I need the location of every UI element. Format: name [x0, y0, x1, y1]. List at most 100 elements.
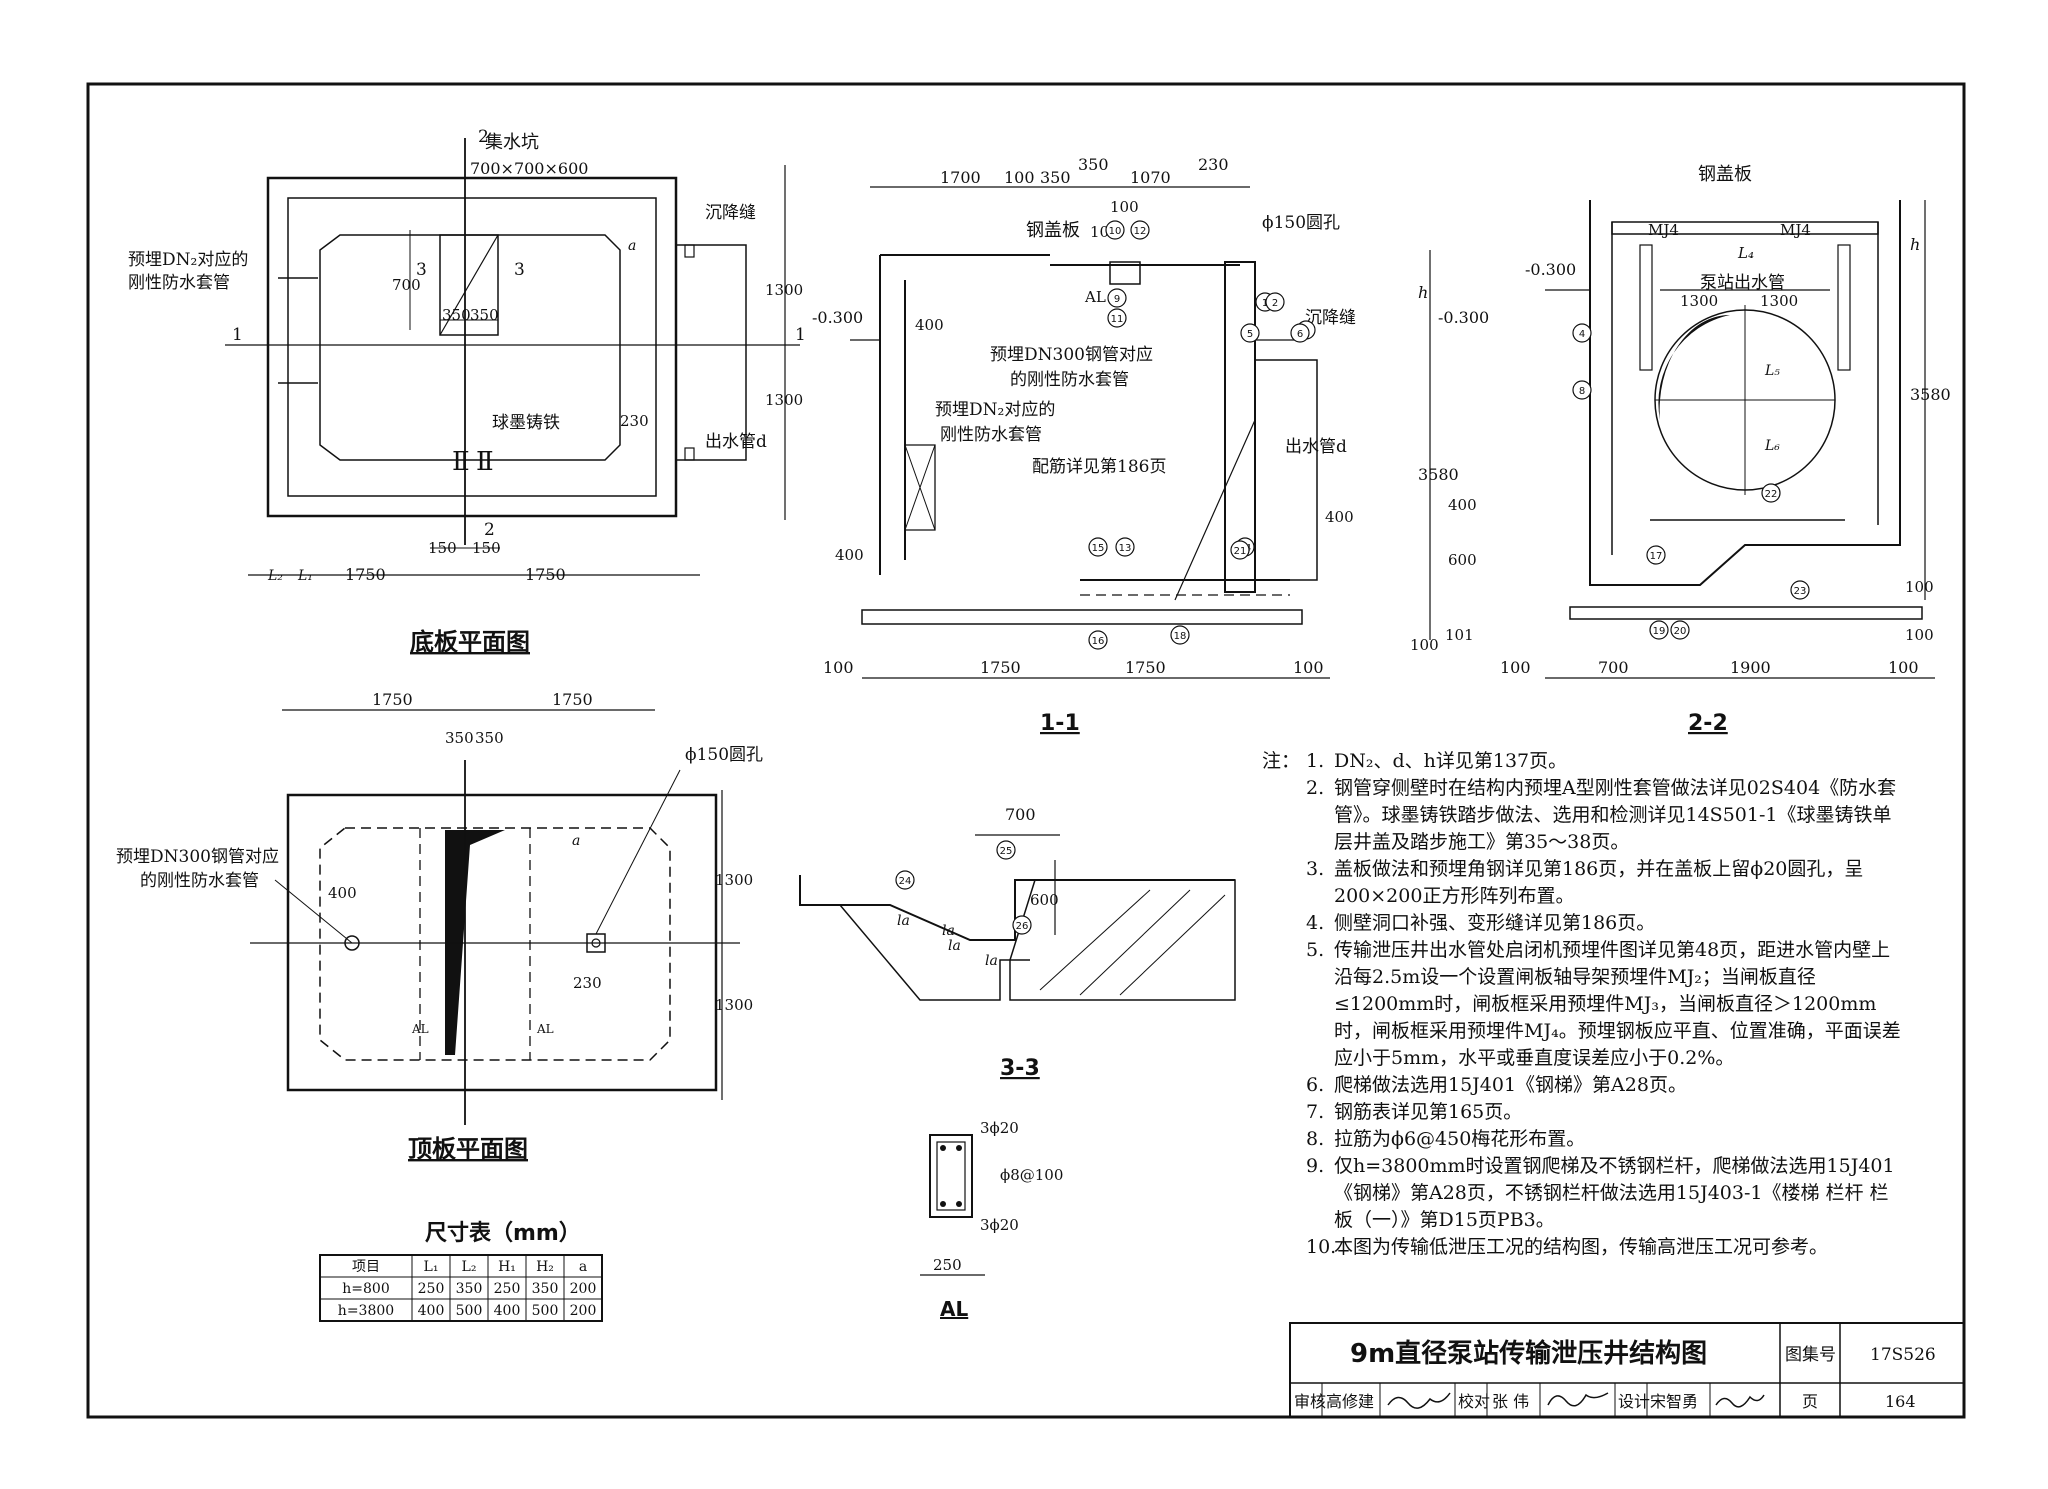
s11-dim-230: 230 [1198, 155, 1229, 174]
note-number: 10. [1306, 1236, 1337, 1258]
base-sump-label: 集水坑 [485, 132, 539, 153]
note-item: 8.拉筋为ϕ6@450梅花形布置。 [1306, 1126, 1902, 1153]
base-wall-inner [287, 197, 657, 497]
callout-number: 1 [1262, 298, 1268, 309]
s11-h: h [1418, 283, 1428, 302]
s22-title: 2-2 [1688, 711, 1728, 736]
s11-title: 1-1 [1040, 711, 1080, 736]
joint-marker [684, 244, 695, 258]
note-item: 7.钢筋表详见第165页。 [1306, 1099, 1902, 1126]
base-section-3-right: 3 [514, 260, 525, 280]
sump-diagonal [439, 234, 499, 336]
table-header-cell: L₂ [462, 1259, 477, 1275]
note-text: DN₂、d、h详见第137页。 [1334, 750, 1568, 772]
table-header-cell: a [579, 1259, 587, 1275]
s11-dim-1700: 1700 [940, 168, 981, 187]
s22-mj4-right [1837, 244, 1851, 371]
s11-al: AL [1084, 288, 1106, 306]
s11-dim-100a: 100 [1004, 168, 1035, 187]
s22-dim-700: 700 [1598, 658, 1629, 677]
base-dim-230: 230 [620, 412, 649, 430]
al-top-bars: 3ϕ20 [980, 1119, 1019, 1137]
s22-dim-100a: 100 [1905, 578, 1934, 596]
base-dim-1750a: 1750 [345, 565, 386, 584]
note-text: 侧壁洞口补强、变形缝详见第186页。 [1334, 912, 1656, 934]
s22-dim-100b: 100 [1500, 658, 1531, 677]
s11-leader [1174, 419, 1256, 601]
s11-sleeve300-2: 的刚性防水套管 [1010, 370, 1129, 390]
top-hole-label: ϕ150圆孔 [685, 745, 763, 765]
base-section-1-right: 1 [795, 325, 806, 345]
table-cell: h=800 [342, 1281, 389, 1297]
title-block [1289, 1322, 1965, 1418]
note-text: 钢筋表详见第165页。 [1334, 1101, 1523, 1123]
note-item: 5.传输泄压井出水管处启闭机预埋件图详见第48页，距进水管内壁上沿每2.5m设一… [1306, 937, 1902, 1072]
al-width: 250 [933, 1256, 962, 1274]
al-bottom-bars: 3ϕ20 [980, 1216, 1019, 1234]
callout-circle [1105, 220, 1125, 240]
table-cell: 500 [456, 1303, 483, 1319]
s33-soil-hatch [1009, 879, 1236, 1001]
table-cell: 400 [418, 1303, 445, 1319]
callout-number: 9 [1114, 294, 1120, 305]
check-label: 校对 [1458, 1392, 1490, 1411]
callout-markers: 1234568910111213141516171819202122232425… [895, 220, 1810, 935]
table-cell: 250 [418, 1281, 445, 1297]
s11-dim-350b: 350 [1078, 155, 1109, 174]
callout-number: 2 [1272, 298, 1278, 309]
s22-outer-shell [1589, 200, 1901, 586]
base-dim-350a: 350 [442, 306, 471, 324]
cast-iron-step-glyph: Ⅱ [452, 447, 470, 477]
s22-dim-3580: 3580 [1910, 385, 1951, 404]
s11-dim-1750b: 1750 [1125, 658, 1166, 677]
sleeve-leader [274, 879, 353, 944]
top-dim-400: 400 [328, 884, 357, 902]
atlas-no-label: 图集号 [1785, 1345, 1836, 1365]
drawing-title: 9m直径泵站传输泄压井结构图 [1350, 1338, 1707, 1369]
callout-number: 6 [1297, 329, 1303, 340]
s22-foundation [1569, 606, 1923, 620]
s11-rebar-ref: 配筋详见第186页 [1032, 457, 1166, 477]
note-item: 3.盖板做法和预埋角钢详见第186页，并在盖板上留ϕ20圆孔，呈200×200正… [1306, 856, 1902, 910]
note-number: 2. [1306, 777, 1325, 799]
al-bar [940, 1201, 946, 1207]
s11-dim-100e: 100 [1293, 658, 1324, 677]
dn300-sleeve-hole [344, 935, 360, 951]
callout-circle [1088, 537, 1108, 557]
callout-circle [1649, 620, 1669, 640]
s11-sleeveDN-2: 刚性防水套管 [940, 425, 1042, 445]
page-label: 页 [1802, 1392, 1818, 1411]
phi150-hole-circle [591, 938, 601, 948]
table-header-cell: H₁ [498, 1259, 516, 1275]
s11-sleeve300-1: 预埋DN300钢管对应 [990, 345, 1153, 365]
callout-number: 17 [1650, 551, 1663, 562]
base-sleeve-label-2: 刚性防水套管 [128, 273, 230, 293]
top-dim-230: 230 [573, 974, 602, 992]
table-cell: 350 [456, 1281, 483, 1297]
base-cast-iron-label: 球墨铸铁 [492, 413, 560, 433]
reviewer-name: 高修建 [1326, 1392, 1374, 1411]
atlas-no: 17S526 [1870, 1345, 1936, 1365]
callout-number: 24 [899, 876, 912, 887]
s22-dim-1300a: 1300 [1680, 292, 1718, 310]
s33-dim-600: 600 [1030, 891, 1059, 909]
callout-circle [1761, 483, 1781, 503]
note-text: 钢管穿侧壁时在结构内预埋A型刚性套管做法详见02S404《防水套管》。球墨铸铁踏… [1334, 777, 1897, 853]
checker-name: 张 伟 [1492, 1392, 1529, 1411]
section-3-3 [799, 834, 1236, 1001]
s33-hatch [1079, 889, 1191, 996]
s11-sleeveDN-1: 预埋DN₂对应的 [935, 400, 1055, 420]
hole-leader [595, 769, 681, 935]
callout-number: 4 [1579, 329, 1585, 340]
note-number: 3. [1306, 858, 1325, 880]
callout-number: 12 [1134, 226, 1147, 237]
s11-elev-right: -0.300 [1438, 308, 1489, 327]
base-haunch-line [319, 234, 621, 461]
dim-table-title: 尺寸表（mm） [425, 1221, 581, 1246]
top-dim-1300a: 1300 [715, 871, 753, 889]
note-number: 4. [1306, 912, 1325, 934]
base-plan-title: 底板平面图 [410, 628, 530, 656]
cast-iron-step-glyph: Ⅱ [476, 447, 494, 477]
base-dim-700: 700 [392, 276, 421, 294]
